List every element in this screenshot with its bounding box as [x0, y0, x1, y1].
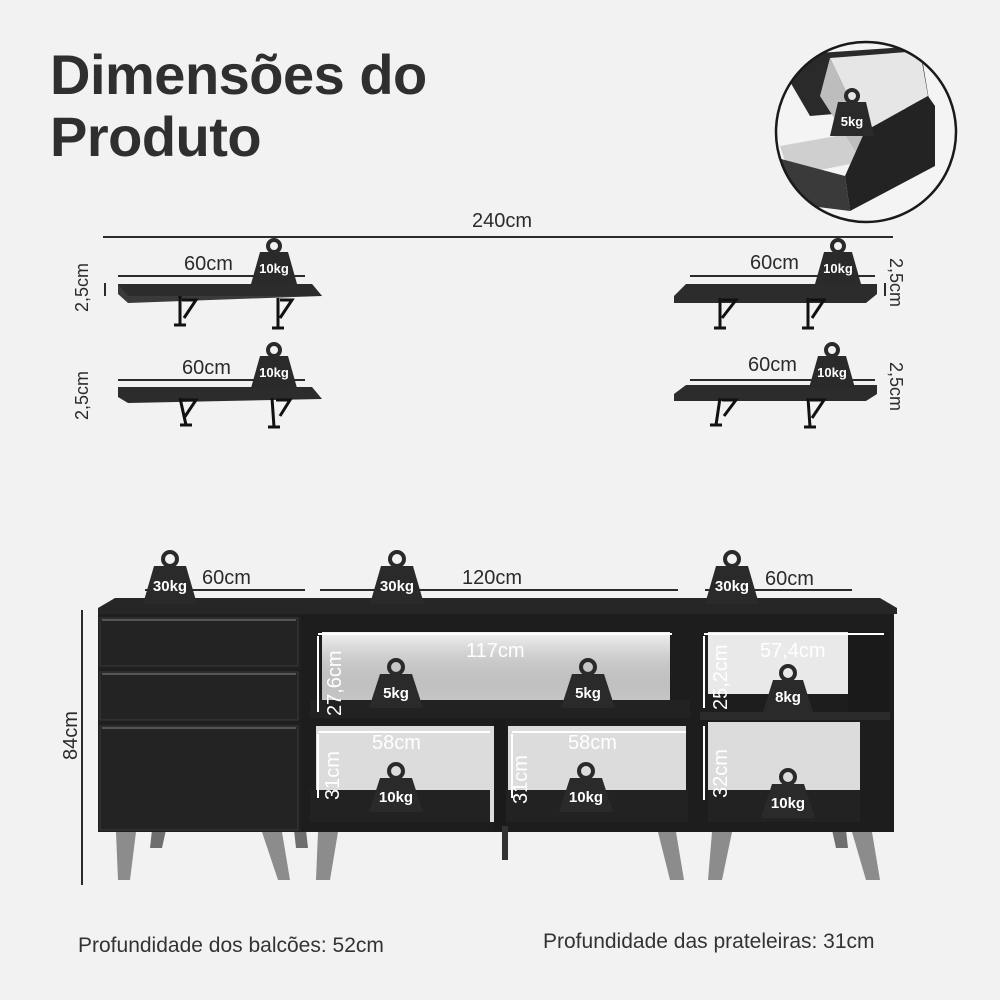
shelf-2-weight: 10kg [823, 261, 853, 276]
shelf-bottom-left [118, 379, 322, 429]
center-lower-weight-1: 10kg [379, 789, 413, 806]
left-top-weight: 30kg [153, 578, 187, 595]
weight-icon: 10kg [369, 762, 423, 812]
shelf-3-weight: 10kg [259, 365, 289, 380]
center-upper-height: 27,6cm [324, 650, 346, 716]
weight-icon: 30kg [143, 550, 197, 604]
cabinet-depth-note: Profundidade dos balcões: 52cm [78, 934, 384, 957]
overall-width-line [103, 236, 893, 238]
right-upper-weight: 8kg [775, 689, 801, 706]
right-lower-height: 32cm [710, 749, 732, 798]
center-lower-weight-2: 10kg [569, 789, 603, 806]
overall-height-label: 84cm [60, 711, 82, 760]
center-upper-weight-1: 5kg [383, 685, 409, 702]
weight-icon: 10kg [251, 342, 297, 388]
center-lower-2-height: 31cm [510, 755, 532, 804]
center-inner-width: 117cm [466, 640, 525, 662]
shelf-top-left [104, 275, 322, 330]
overall-width-label: 240cm [472, 210, 533, 232]
shelf-4-width: 60cm [748, 354, 797, 376]
shelf-1-weight: 10kg [259, 261, 289, 276]
center-lower-1-height: 31cm [322, 751, 344, 800]
shelf-2-width: 60cm [750, 252, 799, 274]
right-unit-width: 60cm [765, 568, 814, 590]
title-line-2: Produto [50, 105, 262, 168]
shelf-3-width: 60cm [182, 357, 231, 379]
page-title: Dimensões do Produto [50, 44, 427, 168]
weight-icon: 5kg [369, 658, 423, 708]
weight-icon: 10kg [761, 768, 815, 818]
right-inner-width: 57,4cm [760, 640, 826, 662]
center-unit-width: 120cm [462, 567, 523, 589]
right-lower-weight: 10kg [771, 795, 805, 812]
shelf-1-width: 60cm [184, 253, 233, 275]
center-compartment-1-width: 58cm [372, 732, 421, 754]
center-top-weight: 30kg [380, 578, 414, 595]
weight-icon: 10kg [559, 762, 613, 812]
center-upper-weight-2: 5kg [575, 685, 601, 702]
weight-icon: 10kg [251, 238, 297, 284]
weight-icon: 8kg [763, 664, 813, 712]
right-top-weight: 30kg [715, 578, 749, 595]
title-line-1: Dimensões do [50, 43, 427, 106]
weight-icon: 5kg [830, 88, 874, 136]
center-compartment-2-width: 58cm [568, 732, 617, 754]
shelf-top-right [674, 275, 886, 330]
weight-icon: 30kg [370, 550, 424, 604]
weight-icon: 10kg [809, 342, 855, 388]
weight-icon: 10kg [815, 238, 861, 284]
shelf-4-weight: 10kg [817, 365, 847, 380]
weight-icon: 30kg [705, 550, 759, 604]
drawer-weight-label: 5kg [841, 114, 863, 129]
shelf-depth-note: Profundidade das prateleiras: 31cm [543, 930, 875, 953]
right-upper-height: 25,2cm [710, 644, 732, 710]
left-unit-width: 60cm [202, 567, 251, 589]
weight-icon: 5kg [561, 658, 615, 708]
